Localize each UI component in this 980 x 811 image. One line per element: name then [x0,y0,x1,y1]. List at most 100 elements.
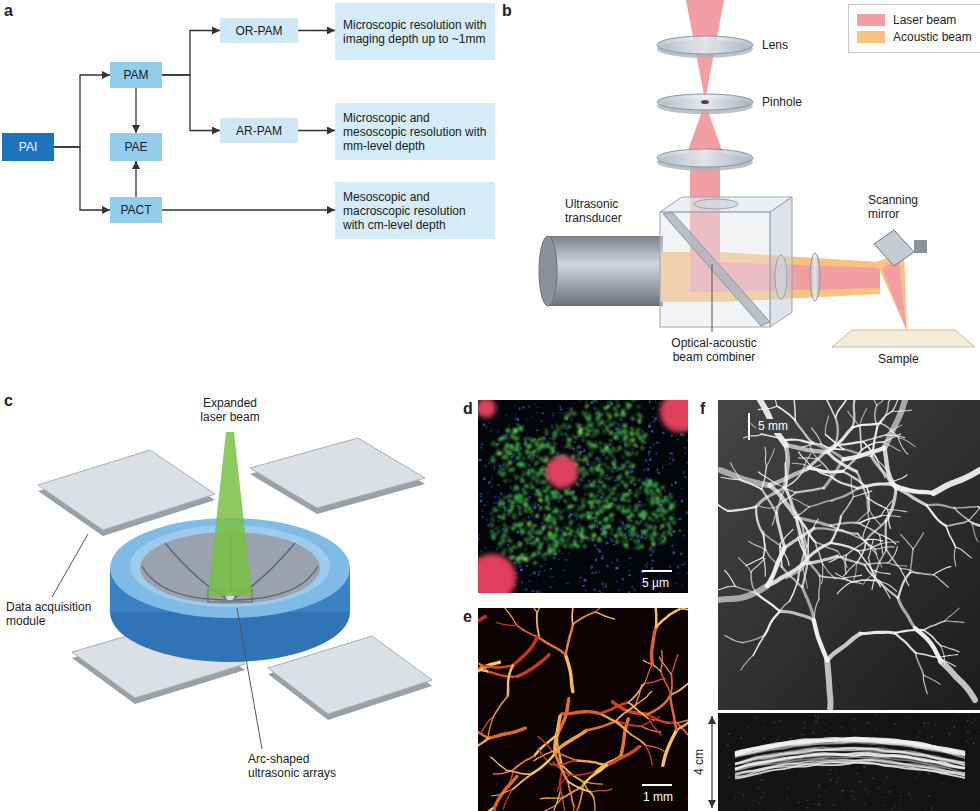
speckle [522,406,525,408]
speckle [684,447,687,449]
speckle [544,570,545,572]
speckle [681,500,683,503]
scanning-mirror [874,230,927,266]
cell-body [666,522,670,526]
cell-body [652,513,655,516]
cell-body [663,518,666,521]
cell-body [567,501,569,503]
cell-body [585,401,588,404]
cell-body [558,550,560,552]
cell-body [555,527,559,531]
cell-body [580,540,583,543]
cell-body [633,443,637,447]
cell-body [636,490,638,492]
vessel [586,721,616,730]
speckle [498,496,500,498]
cell-body [601,488,603,490]
cell-body [539,542,543,546]
cell-body [504,507,507,510]
speckle [540,523,543,524]
vessel [756,507,763,534]
speckle [605,583,607,585]
cell-body [502,516,505,519]
speckle [677,439,678,441]
speckle [608,485,609,487]
cell-body [545,429,548,432]
cell-body [577,483,580,486]
cell-body [520,479,525,484]
cell-body [551,449,556,454]
cell-body [630,465,634,469]
cell-body [553,533,558,538]
vessel [659,657,671,674]
cell-body [490,523,492,525]
speckle [578,505,580,507]
speckle [679,518,681,520]
speckle [562,439,564,441]
cell-body [640,545,643,548]
cell-body [511,506,515,510]
vessel [746,557,763,565]
speckle [560,409,563,411]
speckle [649,423,650,425]
cell-body [563,499,566,502]
speckle [619,565,620,566]
speckle [677,565,679,568]
speckle [633,576,634,577]
speckle [649,446,651,448]
vessel [648,718,668,723]
cell-body [586,511,590,515]
vessel [763,534,782,548]
cell-body [643,433,647,437]
speckle [672,459,674,461]
cell-body [617,428,619,430]
cell-body [635,452,638,455]
cell-body [623,439,625,441]
cell-body [503,548,507,552]
vessel [728,507,756,511]
speckle [613,584,614,585]
cell-body [532,552,537,557]
speckle [637,451,638,452]
vessel [681,609,688,613]
vessel [591,789,612,792]
vessel [513,756,534,770]
lens [657,149,753,167]
speckle [497,548,499,550]
cell-body [525,462,528,465]
cell-body [573,412,577,416]
speckle [510,456,512,459]
cell-body [576,423,581,428]
speckle [540,589,541,592]
speckle [657,469,658,472]
cell-body [514,560,519,565]
speckle [675,482,677,484]
speckle [542,554,544,557]
vessel [616,705,636,721]
beam-combiner [660,197,792,327]
cell-body [652,527,657,532]
cell-body [524,527,526,529]
cell-body [651,493,656,498]
speckle [559,558,560,560]
cell-body [668,531,672,535]
cell-body [665,499,668,502]
cell-body [528,533,530,535]
cell-body [567,438,572,443]
speckle [612,518,614,521]
cell-body [597,408,599,410]
cell-body [634,540,636,542]
speckle [684,453,686,454]
cell-body [608,502,611,505]
cell-body [537,529,542,534]
pinhole [701,100,709,104]
cell-body [579,478,582,481]
cell-body [526,471,531,476]
speckle [479,534,481,536]
cell-body [619,417,621,419]
cell-body [559,496,562,499]
vessel-image [718,400,980,710]
vessel [570,806,574,811]
speckle [599,571,601,573]
cell-body [618,529,620,531]
